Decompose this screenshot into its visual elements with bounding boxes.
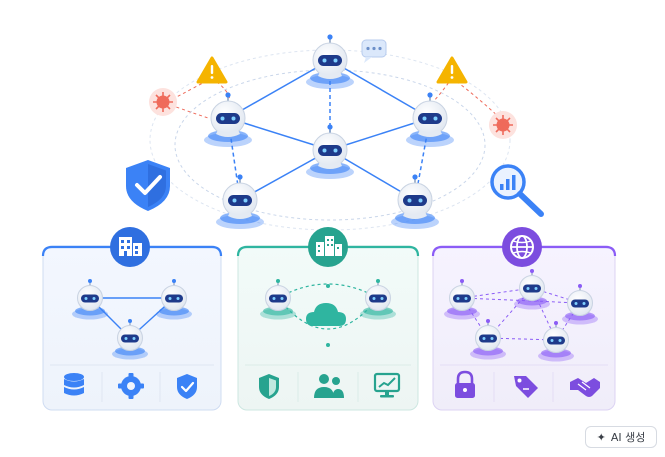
cloud-icon	[306, 303, 346, 326]
shield-check-icon	[126, 160, 170, 211]
shield-check-icon	[177, 374, 197, 399]
virus-icon	[149, 88, 177, 116]
sparkle-icon: ✦	[596, 430, 606, 444]
city-buildings-icon	[308, 227, 348, 267]
agent-robot-left	[203, 91, 253, 148]
monitor-chart-icon	[373, 372, 401, 398]
office-building-icon	[110, 227, 150, 267]
warning-icon	[436, 56, 468, 84]
globe-icon	[502, 227, 542, 267]
agent-robot-bottom-left	[215, 173, 265, 230]
panel-city	[236, 227, 420, 411]
panel-enterprise	[41, 227, 223, 411]
chat-bubble-icon	[361, 39, 387, 63]
agent-robot-bottom-right	[390, 173, 440, 230]
agent-robot-right	[405, 91, 455, 148]
lock-icon	[455, 370, 475, 398]
ai-generated-badge: ✦ AI 생성	[585, 426, 657, 448]
database-icon	[64, 373, 84, 396]
ai-generated-label: AI 생성	[610, 431, 646, 444]
agent-robot-center	[305, 123, 355, 180]
panel-global	[431, 227, 617, 411]
shield-icon	[259, 374, 279, 399]
users-icon	[314, 374, 344, 398]
tag-icon	[514, 376, 538, 398]
virus-icon	[489, 111, 517, 139]
magnifier-chart-icon	[490, 164, 544, 217]
central-network	[126, 33, 544, 231]
handshake-icon	[570, 378, 600, 397]
warning-icon	[196, 56, 228, 84]
agent-robot-top	[305, 33, 355, 90]
gear-icon	[118, 373, 144, 399]
